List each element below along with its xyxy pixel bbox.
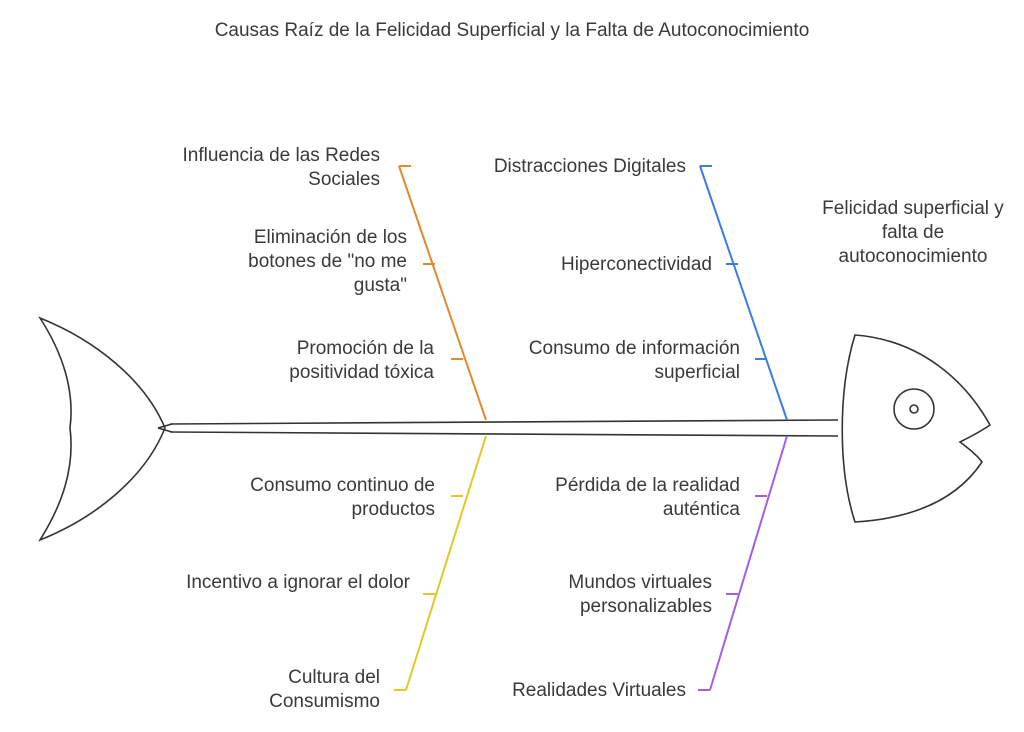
cause-social-2: Promoción de la positividad tóxica xyxy=(289,338,434,383)
cause-virtual-1: Pérdida de la realidad auténtica xyxy=(555,475,740,520)
branch-line-digital xyxy=(699,165,788,421)
fish-spine-tail-join-2 xyxy=(157,427,173,433)
diagram-title: Causas Raíz de la Felicidad Superficial … xyxy=(214,20,810,41)
effect-label: Felicidad superficial y falta de autocon… xyxy=(822,198,1004,267)
branch-line-social xyxy=(398,165,487,421)
cause-digital-2: Consumo de información superficial xyxy=(528,338,740,383)
fish-eye-outer xyxy=(893,388,935,430)
branch-label-virtual: Realidades Virtuales xyxy=(512,680,686,701)
fish-spine-bottom xyxy=(169,431,839,437)
branch-label-digital: Distracciones Digitales xyxy=(493,156,686,177)
cause-virtual-2: Mundos virtuales personalizables xyxy=(568,572,712,617)
cause-consumerism-1: Consumo continuo de productos xyxy=(250,475,435,520)
fish-spine-tail-join xyxy=(157,423,173,429)
branch-label-social: Influencia de las Redes Sociales xyxy=(182,145,380,190)
cause-social-1: Eliminación de los botones de "no me gus… xyxy=(248,227,407,296)
cause-consumerism-2: Incentivo a ignorar el dolor xyxy=(186,572,410,593)
fish-spine-top xyxy=(169,419,839,425)
branch-label-consumerism: Cultura del Consumismo xyxy=(269,667,380,712)
fish-tail xyxy=(37,316,166,542)
fish-head xyxy=(841,334,992,523)
branch-line-virtual xyxy=(709,435,788,691)
cause-digital-1: Hiperconectividad xyxy=(560,254,712,275)
fish-eye-inner xyxy=(909,404,919,414)
branch-line-consumerism xyxy=(405,435,487,691)
